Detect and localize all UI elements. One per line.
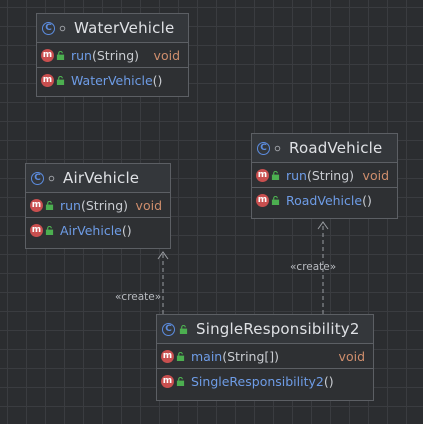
public-lock-icon bbox=[271, 170, 280, 180]
package-visibility-icon bbox=[274, 145, 281, 151]
class-box-water-vehicle[interactable]: C WaterVehicle m run (String) void m Wat… bbox=[36, 13, 189, 97]
method-icon: m bbox=[30, 223, 43, 237]
constructor-params: () bbox=[362, 192, 372, 208]
public-lock-icon bbox=[56, 75, 65, 85]
package-visibility-icon bbox=[59, 25, 66, 31]
methods-section: m run (String) void bbox=[37, 43, 188, 68]
class-name: AirVehicle bbox=[63, 169, 140, 187]
method-params: (String) bbox=[306, 167, 355, 183]
method-return-type: void bbox=[135, 197, 162, 213]
constructors-section: m AirVehicle () bbox=[26, 218, 170, 242]
method-return-type: void bbox=[362, 167, 389, 183]
constructor-params: () bbox=[152, 72, 163, 88]
methods-section: m run (String) void bbox=[252, 163, 397, 188]
method-name: run bbox=[286, 167, 307, 183]
method-name: run bbox=[60, 197, 81, 213]
method-params: (String) bbox=[91, 47, 140, 63]
constructor-row[interactable]: m SingleResponsibility2 () bbox=[157, 369, 373, 393]
constructors-section: m SingleResponsibility2 () bbox=[157, 369, 373, 393]
method-row[interactable]: m main (String[]) void bbox=[157, 344, 373, 368]
constructor-row[interactable]: m WaterVehicle () bbox=[37, 68, 188, 92]
public-lock-icon bbox=[271, 195, 280, 205]
public-lock-icon bbox=[45, 200, 54, 210]
constructors-section: m WaterVehicle () bbox=[37, 68, 188, 92]
method-icon: m bbox=[41, 73, 54, 87]
class-icon: C bbox=[257, 141, 270, 155]
class-icon: C bbox=[162, 322, 175, 336]
class-box-single-responsibility2[interactable]: C SingleResponsibility2 m main (String[]… bbox=[156, 314, 374, 401]
class-name: SingleResponsibility2 bbox=[196, 320, 360, 338]
constructor-params: () bbox=[121, 222, 132, 238]
method-return-type: void bbox=[153, 47, 180, 63]
method-row[interactable]: m run (String) void bbox=[26, 193, 170, 217]
public-lock-icon bbox=[56, 50, 65, 60]
method-row[interactable]: m run (String) void bbox=[37, 43, 188, 67]
class-header: C WaterVehicle bbox=[37, 14, 188, 43]
public-lock-icon bbox=[176, 376, 185, 386]
method-icon: m bbox=[256, 168, 269, 182]
method-icon: m bbox=[41, 48, 54, 62]
constructor-name: AirVehicle bbox=[60, 222, 122, 238]
constructor-row[interactable]: m RoadVehicle () bbox=[252, 188, 397, 212]
class-header: C RoadVehicle bbox=[252, 134, 397, 163]
class-name: WaterVehicle bbox=[74, 19, 175, 37]
methods-section: m main (String[]) void bbox=[157, 344, 373, 369]
method-icon: m bbox=[256, 193, 269, 207]
public-lock-icon bbox=[179, 324, 188, 334]
methods-section: m run (String) void bbox=[26, 193, 170, 218]
relation-label-air: «create» bbox=[115, 291, 162, 303]
constructor-name: SingleResponsibility2 bbox=[191, 373, 324, 389]
class-box-road-vehicle[interactable]: C RoadVehicle m run (String) void m Road… bbox=[251, 133, 398, 219]
relation-label-road: «create» bbox=[290, 261, 337, 273]
public-lock-icon bbox=[45, 225, 54, 235]
method-icon: m bbox=[161, 349, 174, 363]
constructor-name: RoadVehicle bbox=[286, 192, 363, 208]
constructors-section: m RoadVehicle () bbox=[252, 188, 397, 212]
class-icon: C bbox=[31, 171, 44, 185]
method-row[interactable]: m run (String) void bbox=[252, 163, 397, 187]
constructor-name: WaterVehicle bbox=[71, 72, 153, 88]
class-name: RoadVehicle bbox=[289, 139, 383, 157]
method-return-type: void bbox=[338, 348, 365, 364]
arrowhead-air bbox=[157, 251, 169, 260]
class-box-air-vehicle[interactable]: C AirVehicle m run (String) void m AirVe… bbox=[25, 163, 171, 249]
method-name: run bbox=[71, 47, 92, 63]
method-icon: m bbox=[161, 374, 174, 388]
class-icon: C bbox=[42, 21, 55, 35]
class-header: C SingleResponsibility2 bbox=[157, 315, 373, 344]
constructor-params: () bbox=[323, 373, 334, 389]
public-lock-icon bbox=[176, 351, 185, 361]
arrowhead-road bbox=[317, 221, 329, 230]
constructor-row[interactable]: m AirVehicle () bbox=[26, 218, 170, 242]
class-header: C AirVehicle bbox=[26, 164, 170, 193]
method-params: (String[]) bbox=[222, 348, 280, 364]
method-name: main bbox=[191, 348, 223, 364]
method-params: (String) bbox=[80, 197, 129, 213]
method-icon: m bbox=[30, 198, 43, 212]
package-visibility-icon bbox=[48, 175, 55, 181]
